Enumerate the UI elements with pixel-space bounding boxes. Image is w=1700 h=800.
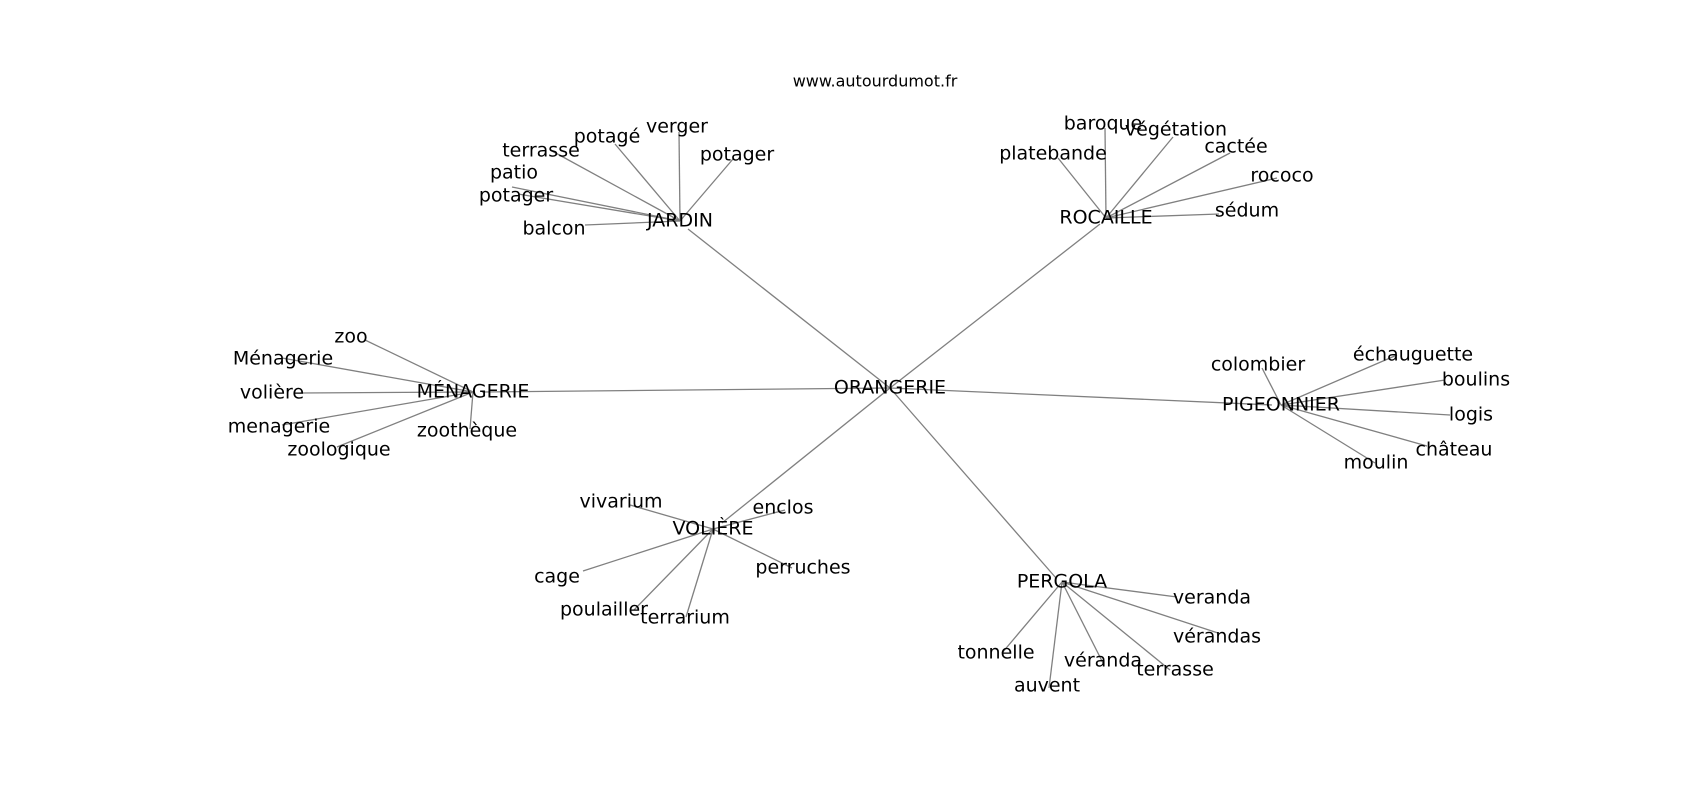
edge-1-2 (1105, 136, 1174, 219)
edge-5-0 (1061, 581, 1178, 598)
hub-node: JARDIN (646, 210, 713, 232)
leaf-node: terrarium (640, 607, 730, 629)
leaf-node: colombier (1211, 354, 1306, 376)
edge-0-6 (584, 220, 681, 226)
leaf-node: cactée (1204, 136, 1267, 158)
edge-0-0 (551, 150, 681, 222)
edge-2-2 (299, 391, 474, 394)
leaf-node: perruches (755, 557, 850, 579)
leaf-node: terrasse (502, 140, 580, 162)
leaf-node: enclos (753, 497, 814, 519)
edge-4-0 (629, 504, 714, 530)
edge-1-3 (1105, 152, 1231, 219)
leaf-node: échauguette (1353, 344, 1473, 366)
edge-5-2 (1001, 581, 1063, 654)
edge-4-2 (582, 528, 714, 572)
leaf-node: baroque (1064, 113, 1143, 135)
edge-0-3 (679, 158, 734, 222)
leaf-node: boulins (1442, 369, 1510, 391)
edge-4-3 (633, 528, 714, 611)
edge-0-4 (511, 186, 681, 222)
leaf-node: auvent (1014, 675, 1080, 697)
leaf-node: zoothèque (417, 420, 517, 442)
leaf-node: poulailler (560, 599, 648, 621)
edge-2-5 (469, 391, 474, 430)
leaf-node: rococo (1250, 165, 1313, 187)
leaf-node: balcon (522, 218, 585, 240)
leaf-node: cage (534, 566, 580, 588)
edge-4-4 (685, 528, 714, 618)
edge-5-5 (1048, 581, 1063, 689)
edges (281, 127, 1451, 689)
center-node: ORANGERIE (834, 377, 946, 399)
leaf-node: patio (490, 162, 538, 184)
edge-3-0 (1261, 367, 1282, 406)
edge-2-4 (336, 391, 474, 448)
edge-4-1 (712, 509, 786, 530)
edge-center-0 (687, 228, 891, 389)
hub-node: MÉNAGERIE (417, 380, 530, 403)
edge-3-3 (1280, 404, 1451, 416)
edge-center-1 (889, 223, 1101, 389)
edge-5-1 (1061, 581, 1219, 634)
leaf-node: Ménagerie (233, 348, 333, 370)
leaf-node: château (1416, 439, 1493, 461)
edge-5-4 (1061, 581, 1171, 671)
leaf-node: platebande (999, 143, 1107, 165)
leaf-node: menagerie (228, 416, 330, 438)
leaf-node: tonnelle (957, 642, 1034, 664)
edge-2-0 (364, 339, 474, 393)
edge-3-2 (1280, 379, 1446, 406)
leaf-node: logis (1449, 404, 1493, 426)
edge-center-5 (889, 387, 1057, 579)
edge-0-2 (678, 131, 681, 222)
edge-3-5 (1280, 404, 1376, 464)
hub-node: ROCAILLE (1059, 207, 1152, 229)
edge-2-3 (281, 391, 474, 426)
edge-1-1 (1104, 127, 1107, 219)
edge-1-5 (1105, 213, 1220, 219)
source-label: www.autourdumot.fr (793, 72, 958, 91)
leaf-node: potagé (574, 126, 641, 148)
hub-node: PIGEONNIER (1222, 394, 1340, 416)
leaf-node: verger (646, 116, 708, 138)
leaf-node: sédum (1215, 200, 1279, 222)
leaf-node: zoologique (287, 439, 390, 461)
edge-center-4 (721, 387, 891, 524)
edge-center-3 (889, 387, 1273, 406)
edge-1-4 (1105, 177, 1278, 219)
edge-5-3 (1061, 581, 1104, 664)
leaf-node: terrasse (1136, 659, 1214, 681)
edge-3-1 (1280, 354, 1398, 406)
leaf-node: potager (700, 144, 775, 166)
edge-1-0 (1057, 157, 1107, 219)
leaf-node: veranda (1173, 587, 1251, 609)
leaf-node: vivarium (579, 491, 662, 513)
leaf-node: moulin (1344, 452, 1409, 474)
edge-0-5 (517, 193, 681, 222)
edge-0-1 (614, 143, 681, 222)
leaf-node: zoo (334, 326, 367, 348)
edge-2-1 (281, 357, 474, 393)
leaf-node: vérandas (1173, 626, 1261, 648)
leaf-node: véranda (1064, 650, 1142, 672)
edge-3-4 (1280, 404, 1428, 447)
leaf-node: végétation (1125, 119, 1227, 141)
hub-node: VOLIÈRE (672, 517, 753, 540)
edge-center-2 (481, 387, 891, 393)
leaf-node: volière (240, 382, 304, 404)
hub-node: PERGOLA (1017, 571, 1107, 593)
edge-4-5 (712, 528, 793, 569)
leaf-node: potager (479, 185, 554, 207)
